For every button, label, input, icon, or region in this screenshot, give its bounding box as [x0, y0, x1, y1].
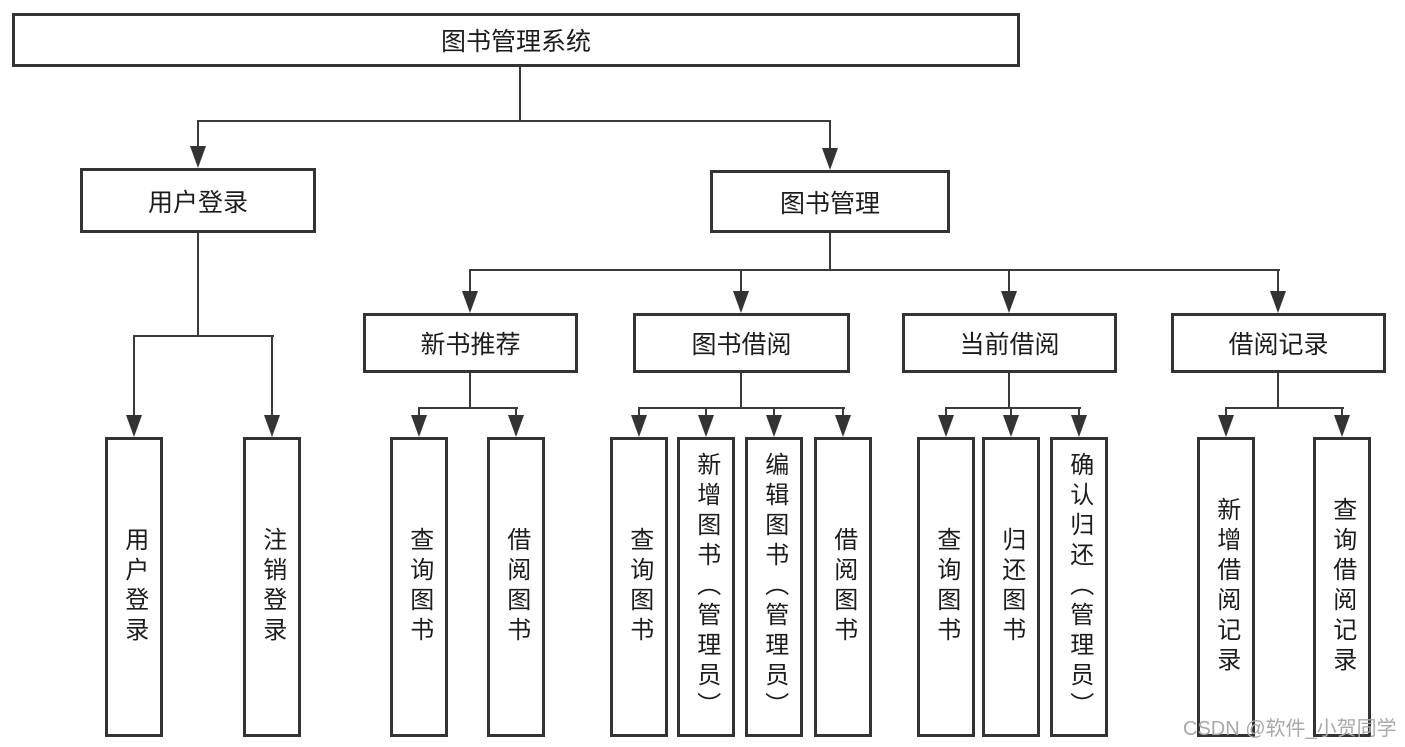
arrow-down-icon	[835, 415, 851, 437]
node-label: 用户登录	[147, 188, 248, 217]
connector-line	[1008, 373, 1010, 409]
node-label: 借阅图书	[502, 527, 530, 647]
node-label: 归还图书	[997, 527, 1025, 647]
arrow-down-icon	[462, 291, 478, 313]
leaf-borrow-books: 借阅图书	[814, 437, 872, 737]
leaf-user-login: 用户登录	[105, 437, 163, 737]
node-label: 查询借阅记录	[1328, 497, 1356, 677]
leaf-logout: 注销登录	[243, 437, 301, 737]
leaf-borrow-books-recommend: 借阅图书	[487, 437, 545, 737]
arrow-down-icon	[698, 415, 714, 437]
node-label: 新增借阅记录	[1212, 497, 1240, 677]
node-label: 新书推荐	[420, 331, 521, 359]
connector-line	[829, 233, 831, 271]
arrow-down-icon	[733, 291, 749, 313]
leaf-add-books-admin: 新增图书（管理员）	[677, 437, 735, 737]
node-new-book-recommend: 新书推荐	[363, 313, 578, 373]
node-label: 图书管理系统	[440, 28, 591, 56]
arrow-down-icon	[1071, 415, 1087, 437]
connector-line	[829, 120, 831, 150]
connector-line	[842, 407, 844, 419]
leaf-query-borrow-record: 查询借阅记录	[1313, 437, 1371, 737]
csdn-watermark: CSDN @软件_小贺同学	[1183, 718, 1397, 740]
connector-line	[519, 67, 521, 122]
node-label: 新增图书（管理员）	[692, 452, 720, 722]
node-current-borrow: 当前借阅	[902, 313, 1117, 373]
node-library-management-system: 图书管理系统	[12, 13, 1020, 67]
arrow-down-icon	[190, 146, 206, 168]
connector-line	[418, 407, 518, 409]
arrow-down-icon	[938, 415, 954, 437]
leaf-confirm-return-admin: 确认归还（管理员）	[1050, 437, 1108, 737]
node-label: 编辑图书（管理员）	[760, 452, 788, 722]
arrow-down-icon	[766, 415, 782, 437]
connector-line	[638, 407, 640, 419]
arrow-down-icon	[508, 415, 524, 437]
connector-line	[705, 407, 707, 419]
arrow-down-icon	[1270, 291, 1286, 313]
node-label: 查询图书	[405, 527, 433, 647]
node-label: 查询图书	[932, 527, 960, 647]
connector-line	[1010, 407, 1012, 419]
arrow-down-icon	[631, 415, 647, 437]
node-label: 注销登录	[258, 527, 286, 647]
connector-line	[197, 120, 199, 150]
node-book-management: 图书管理	[710, 170, 950, 233]
connector-line	[469, 269, 471, 295]
connector-line	[469, 269, 1280, 271]
node-label: 图书管理	[779, 189, 880, 218]
connector-line	[740, 269, 742, 295]
connector-line	[133, 335, 135, 419]
node-label: 图书借阅	[691, 331, 792, 359]
connector-line	[1277, 269, 1279, 295]
connector-line	[1225, 407, 1344, 409]
node-label: 借阅图书	[829, 527, 857, 647]
arrow-down-icon	[1003, 415, 1019, 437]
connector-line	[418, 407, 420, 419]
node-label: 确认归还（管理员）	[1065, 452, 1093, 722]
connector-line	[197, 120, 831, 122]
leaf-query-books-borrow: 查询图书	[610, 437, 668, 737]
connector-line	[1341, 407, 1343, 419]
connector-line	[740, 373, 742, 409]
leaf-query-books-current: 查询图书	[917, 437, 975, 737]
connector-line	[469, 373, 471, 409]
arrow-down-icon	[264, 415, 280, 437]
arrow-down-icon	[126, 415, 142, 437]
leaf-add-borrow-record: 新增借阅记录	[1197, 437, 1255, 737]
connector-line	[1277, 373, 1279, 409]
connector-line	[271, 335, 273, 419]
arrow-down-icon	[1218, 415, 1234, 437]
node-borrow-records: 借阅记录	[1171, 313, 1386, 373]
connector-line	[1008, 269, 1010, 295]
connector-line	[515, 407, 517, 419]
leaf-edit-books-admin: 编辑图书（管理员）	[745, 437, 803, 737]
connector-line	[197, 233, 199, 337]
leaf-return-books: 归还图书	[982, 437, 1040, 737]
connector-line	[133, 335, 274, 337]
arrow-down-icon	[411, 415, 427, 437]
connector-line	[945, 407, 1081, 409]
arrow-down-icon	[1001, 291, 1017, 313]
arrow-down-icon	[822, 148, 838, 170]
node-label: 当前借阅	[959, 331, 1060, 359]
node-label: 借阅记录	[1228, 331, 1329, 359]
node-user-login: 用户登录	[80, 168, 316, 233]
connector-line	[773, 407, 775, 419]
node-label: 查询图书	[625, 527, 653, 647]
connector-line	[1225, 407, 1227, 419]
connector-line	[945, 407, 947, 419]
arrow-down-icon	[1334, 415, 1350, 437]
connector-line	[638, 407, 845, 409]
node-label: 用户登录	[120, 527, 148, 647]
connector-line	[1078, 407, 1080, 419]
leaf-query-books-recommend: 查询图书	[390, 437, 448, 737]
node-book-borrow: 图书借阅	[633, 313, 850, 373]
